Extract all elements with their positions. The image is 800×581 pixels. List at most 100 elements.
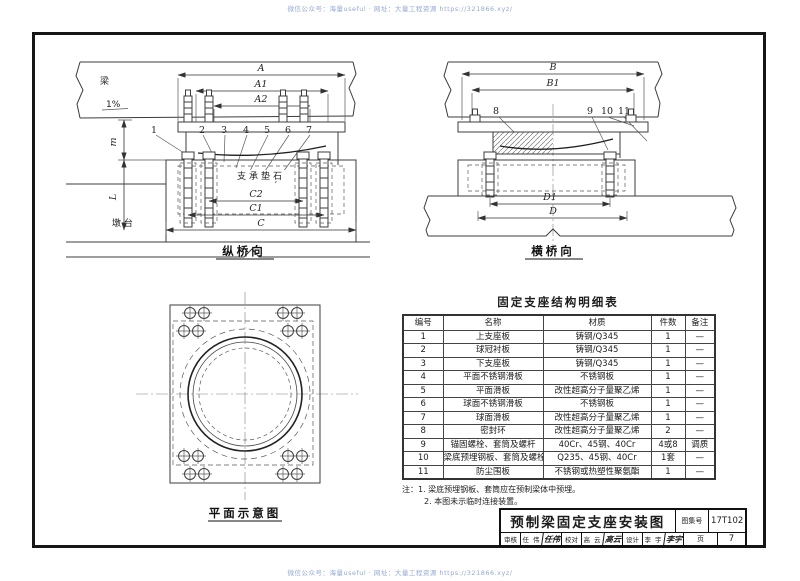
cell-name: 下支座板: [442, 356, 544, 371]
cell-qty: 1: [650, 343, 686, 358]
page-label: 页: [683, 533, 717, 545]
anchor-bolts: [481, 151, 619, 198]
cell-qty: 2: [650, 424, 686, 439]
table-row: 2 球冠衬板 铸钢/Q345 1 —: [402, 343, 716, 358]
cell-remark: —: [684, 329, 716, 344]
designer-signature: 李宇: [663, 533, 684, 545]
pad-label-bg: [228, 170, 294, 181]
title-block: 预制梁固定支座安装图 图集号 17T102 审核 任 伟 任伟 校对 高 云 高…: [499, 508, 747, 547]
cell-material: 改性超高分子量聚乙烯: [542, 383, 652, 398]
table-row: 7 球面滑板 改性超高分子量聚乙烯 1 —: [402, 410, 716, 425]
col-header-remark: 备注: [684, 314, 716, 331]
reviewer-signature: 任伟: [541, 533, 562, 545]
svg-text:B1: B1: [545, 78, 559, 89]
cell-material: 铸钢/Q345: [542, 329, 652, 344]
dim-B: B: [461, 62, 645, 120]
callout-3: 3: [221, 125, 227, 136]
cell-material: 铸钢/Q345: [542, 356, 652, 371]
cell-no: 2: [402, 343, 444, 358]
cell-no: 10: [402, 451, 444, 466]
note-2: 2. 本图未示临时连接装置。: [424, 497, 523, 506]
checker-signature: 高云: [602, 533, 623, 545]
callout-9: 9: [587, 106, 593, 117]
note-1: 注：1. 梁底预埋钢板、套筒应在预制梁体中预埋。: [402, 485, 581, 494]
callout-11: 11: [618, 106, 630, 117]
cell-material: 40Cr、45钢、40Cr: [542, 437, 652, 452]
plan-bolts: [175, 304, 311, 483]
dim-D1: D1: [489, 192, 611, 207]
cell-qty: 1套: [650, 451, 686, 466]
cell-material: 改性超高分子量聚乙烯: [542, 424, 652, 439]
view1-caption: 纵桥向: [222, 244, 266, 258]
dim-m: m: [108, 119, 166, 161]
cell-remark: 调质: [684, 437, 716, 452]
watermark-top: 微信公众号：海量useful · 网址：大量工程资源 https://32186…: [287, 5, 513, 13]
cell-remark: —: [684, 356, 716, 371]
callout-4: 4: [243, 125, 249, 136]
cell-no: 1: [402, 329, 444, 344]
col-header-material: 材质: [542, 314, 652, 331]
svg-text:D: D: [548, 206, 557, 217]
plan-plate-outline: [169, 304, 321, 484]
table-row: 10 梁底预埋钢板、套筒及螺栓 Q235、45钢、40Cr 1套 —: [402, 451, 716, 466]
abutment-label: 墩 台: [112, 217, 133, 229]
atlas-number-value: 17T102: [708, 510, 745, 532]
cell-no: 11: [402, 464, 444, 480]
cell-name: 密封环: [442, 424, 544, 439]
cell-remark: —: [684, 370, 716, 385]
dim-C2: C2: [208, 189, 304, 204]
designer-name: 李 宇: [642, 533, 664, 545]
cell-name: 球冠衬板: [442, 343, 544, 358]
cell-no: 6: [402, 397, 444, 412]
table-row: 9 锚固螺栓、套筒及螺杆 40Cr、45钢、40Cr 4或8 调质: [402, 437, 716, 452]
svg-text:C2: C2: [249, 189, 262, 200]
cell-qty: 1: [650, 464, 686, 480]
svg-text:A2: A2: [254, 94, 268, 105]
cell-qty: 1: [650, 370, 686, 385]
review-label: 审核: [504, 536, 517, 544]
plan-caption: 平面示意图: [209, 506, 282, 520]
cell-name: 锚固螺栓、套筒及螺杆: [442, 437, 544, 452]
callout-5: 5: [264, 125, 270, 136]
cell-name: 防尘围板: [442, 464, 544, 480]
col-header-name: 名称: [442, 314, 544, 331]
svg-text:D1: D1: [542, 192, 557, 203]
cell-no: 3: [402, 356, 444, 371]
callout-10: 10: [601, 106, 613, 117]
cell-name: 球面不锈钢滑板: [442, 397, 544, 412]
cell-qty: 4或8: [650, 437, 686, 452]
svg-text:C: C: [257, 218, 265, 229]
callout-2: 2: [199, 125, 205, 136]
drawing-title: 预制梁固定支座安装图: [510, 515, 666, 531]
table-row: 1 上支座板 铸钢/Q345 1 —: [402, 329, 716, 344]
cell-name: 平面滑板: [442, 383, 544, 398]
table-row: 3 下支座板 铸钢/Q345 1 —: [402, 356, 716, 371]
pad-stone-label: 支承垫石: [237, 170, 285, 182]
atlas-number-label: 图集号: [674, 510, 709, 532]
cell-material: 铸钢/Q345: [542, 343, 652, 358]
cell-name: 球面滑板: [442, 410, 544, 425]
svg-text:A: A: [257, 63, 265, 74]
cell-remark: —: [684, 397, 716, 412]
check-label: 校对: [561, 533, 581, 545]
cell-qty: 1: [650, 329, 686, 344]
abutment-outline: [423, 195, 737, 237]
beam-outline: [443, 61, 663, 118]
col-header-qty: 件数: [650, 314, 686, 331]
cell-remark: —: [684, 410, 716, 425]
callout-7: 7: [306, 125, 312, 136]
plan-view: 平面示意图: [136, 292, 358, 522]
plate-end-bolts: [469, 108, 637, 123]
cell-name: 平面不锈钢滑板: [442, 370, 544, 385]
svg-text:L: L: [108, 194, 119, 201]
svg-text:B: B: [549, 62, 557, 73]
pad-dashed-outline: [467, 164, 626, 192]
parts-table: 编号 名称 材质 件数 备注 1 上支座板 铸钢/Q345 1 —: [402, 314, 716, 480]
cell-material: 不锈钢板: [542, 397, 652, 412]
cell-remark: —: [684, 451, 716, 466]
reviewer-name: 任 伟: [520, 533, 542, 545]
plan-centerlines: [136, 292, 358, 500]
parts-table-title: 固定支座结构明细表: [497, 295, 619, 309]
bearing-pad-stone: [165, 159, 357, 243]
